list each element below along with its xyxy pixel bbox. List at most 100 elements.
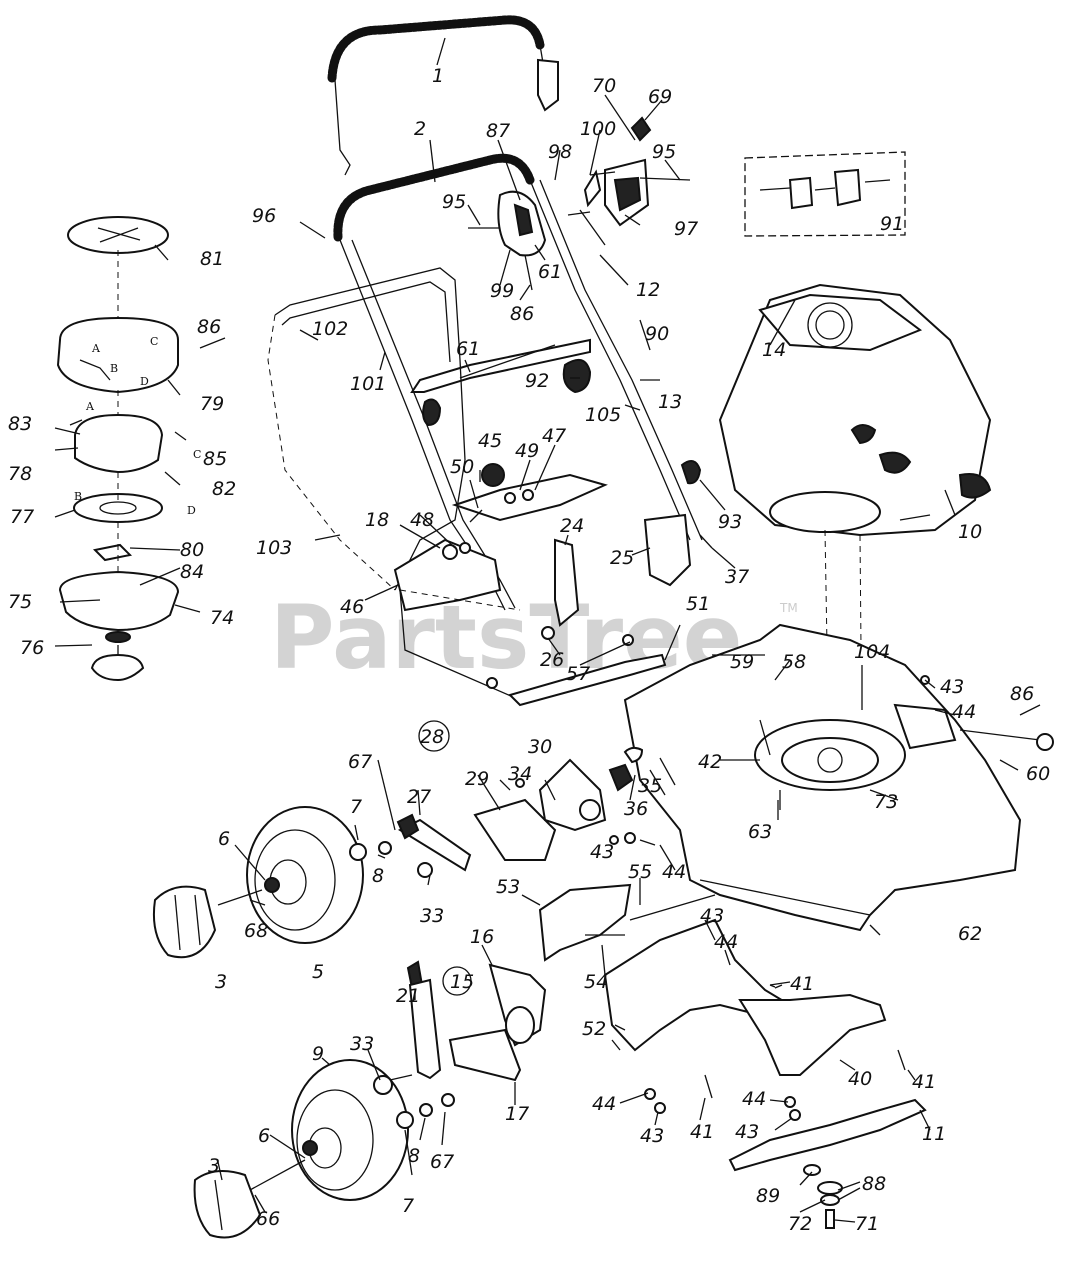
callout-42: 42 (698, 751, 722, 773)
callout-36: 36 (624, 798, 648, 820)
callout-41-lower: 41 (690, 1121, 714, 1143)
callout-73: 73 (874, 791, 898, 813)
callout-44-engine: 44 (952, 701, 976, 723)
callout-43-blade: 43 (735, 1121, 759, 1143)
callout-11: 11 (922, 1123, 946, 1145)
callout-6-upper: 6 (218, 828, 230, 850)
callout-41-right: 41 (790, 973, 814, 995)
callout-78: 78 (8, 463, 32, 485)
callout-40: 40 (848, 1068, 872, 1090)
callout-101: 101 (350, 373, 386, 395)
callout-7-lower: 7 (402, 1195, 414, 1217)
rear-wheel (249, 1059, 455, 1201)
callout-86-right: 86 (1010, 683, 1034, 705)
callout-21: 21 (396, 985, 420, 1007)
callout-52: 52 (582, 1018, 606, 1040)
callout-89: 89 (756, 1185, 780, 1207)
callout-labels: 1 2 70 69 87 100 98 95 95 97 91 96 61 99… (8, 65, 1050, 1235)
bag-frame-bracket (442, 463, 608, 560)
callout-44-right: 44 (714, 931, 738, 953)
callout-93: 93 (718, 511, 742, 533)
callout-100: 100 (580, 118, 616, 140)
sub-letter-b-lower: B (74, 490, 82, 503)
callout-67-lower: 67 (430, 1151, 454, 1173)
callout-86-left: 86 (197, 316, 221, 338)
callout-3-upper: 3 (215, 971, 227, 993)
callout-28: 28 (420, 726, 444, 748)
callout-27: 27 (407, 786, 431, 808)
callout-7-upper: 7 (350, 796, 362, 818)
callout-17: 17 (505, 1103, 529, 1125)
callout-50: 50 (450, 456, 474, 478)
callout-35: 35 (638, 775, 662, 797)
callout-70: 70 (592, 75, 616, 97)
rear-rod (508, 653, 667, 707)
callout-43-right: 43 (700, 905, 724, 927)
callout-74: 74 (210, 607, 234, 629)
callout-33-lower: 33 (350, 1033, 374, 1055)
grass-bag (267, 267, 521, 701)
callout-15: 15 (450, 971, 474, 993)
callout-92: 92 (525, 370, 549, 392)
callout-99: 99 (490, 280, 514, 302)
sub-letter-b-upper: B (110, 362, 118, 375)
callout-61-mid: 61 (456, 338, 480, 360)
callout-80: 80 (180, 539, 204, 561)
callout-68: 68 (244, 920, 268, 942)
hub-cap-upper (152, 885, 217, 959)
callout-24: 24 (560, 515, 584, 537)
callout-96: 96 (252, 205, 276, 227)
callout-circle-28 (418, 720, 450, 752)
callout-44-lower: 44 (592, 1093, 616, 1115)
callout-95-right: 95 (652, 141, 676, 163)
callout-3-lower: 3 (208, 1155, 220, 1177)
callout-72: 72 (788, 1213, 812, 1235)
inset-detail-91 (744, 151, 906, 237)
callout-circle-15 (442, 966, 472, 996)
callout-82: 82 (212, 478, 236, 500)
callout-55: 55 (628, 861, 652, 883)
callout-9: 9 (312, 1043, 324, 1065)
callout-47: 47 (542, 425, 566, 447)
callout-102: 102 (312, 318, 348, 340)
callout-1: 1 (432, 65, 444, 87)
sub-letter-c-upper: C (150, 335, 158, 348)
bagger-adapter-stack (56, 216, 226, 682)
sub-letter-d-upper: D (140, 375, 149, 388)
callout-30: 30 (528, 736, 552, 758)
sub-letter-a-upper: A (91, 342, 101, 355)
mower-deck (608, 623, 1022, 932)
callout-75: 75 (8, 591, 32, 613)
callout-88: 88 (862, 1173, 886, 1195)
handle-crossbar (410, 338, 592, 427)
callout-5: 5 (312, 961, 324, 983)
callout-59: 59 (730, 651, 754, 673)
callout-37: 37 (725, 566, 749, 588)
callout-41-far: 41 (912, 1071, 936, 1093)
sub-letter-c-lower: C (193, 448, 201, 461)
blade-assembly (728, 1096, 927, 1229)
callout-81: 81 (200, 248, 224, 270)
callout-57: 57 (566, 663, 590, 685)
front-wheel (217, 806, 392, 944)
callout-49: 49 (515, 440, 539, 462)
control-housing (468, 190, 547, 291)
callout-103: 103 (256, 537, 292, 559)
callout-12: 12 (636, 279, 660, 301)
hub-cap-lower (193, 1170, 262, 1239)
callout-29: 29 (465, 768, 489, 790)
callout-77: 77 (10, 506, 34, 528)
callout-13: 13 (658, 391, 682, 413)
callout-71: 71 (855, 1213, 879, 1235)
leader-lines (54, 37, 1041, 1223)
callout-76: 76 (20, 637, 44, 659)
callout-79: 79 (200, 393, 224, 415)
callout-2: 2 (414, 118, 426, 140)
misc-fasteners (609, 675, 1054, 1114)
callout-43-engine: 43 (940, 676, 964, 698)
callout-26: 26 (540, 649, 564, 671)
callout-8-lower: 8 (408, 1145, 420, 1167)
watermark-trademark: TM (779, 601, 798, 615)
callout-90: 90 (645, 323, 669, 345)
callout-60: 60 (1026, 763, 1050, 785)
